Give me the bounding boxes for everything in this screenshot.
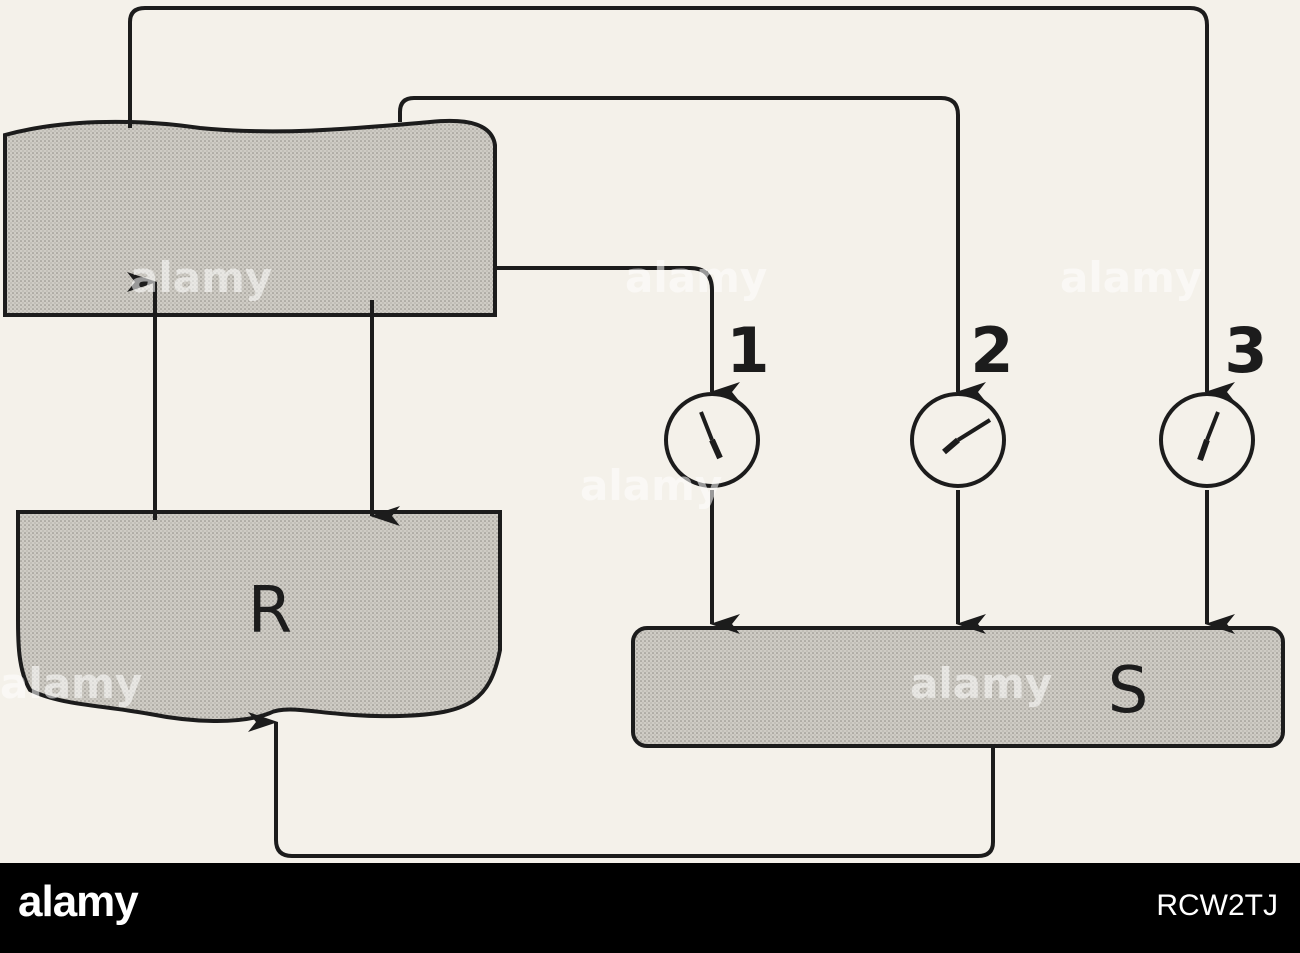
lower-reservoir [16,510,502,723]
line-to-sensor-2 [398,96,986,402]
feedback-line [248,712,995,858]
sensor-label-3: 3 [1224,314,1267,387]
watermark: alamy [130,253,272,302]
watermark: alamy [625,253,767,302]
dial-1 [664,392,760,488]
reservoir-label: R [248,574,292,648]
feedback-diagram: R S 1 2 3 alamy alamy alamy alamy alamy … [0,6,1285,858]
line-to-sensor-3 [128,6,1235,402]
sensor-label-1: 1 [726,314,769,387]
upper-reservoir [3,118,497,317]
sensor-label-2: 2 [970,314,1013,387]
watermark: alamy [910,659,1052,708]
dial-2 [910,392,1006,488]
watermark: alamy [580,461,722,510]
stock-id: RCW2TJ [1156,889,1278,922]
line-to-sensor-1 [495,266,740,402]
watermark: alamy [1060,253,1202,302]
stage-label: S [1108,654,1149,728]
dial-3 [1159,392,1255,488]
brand-logo: alamy [18,877,139,926]
footer-bar: alamy RCW2TJ [0,863,1300,953]
watermark: alamy [0,659,142,708]
